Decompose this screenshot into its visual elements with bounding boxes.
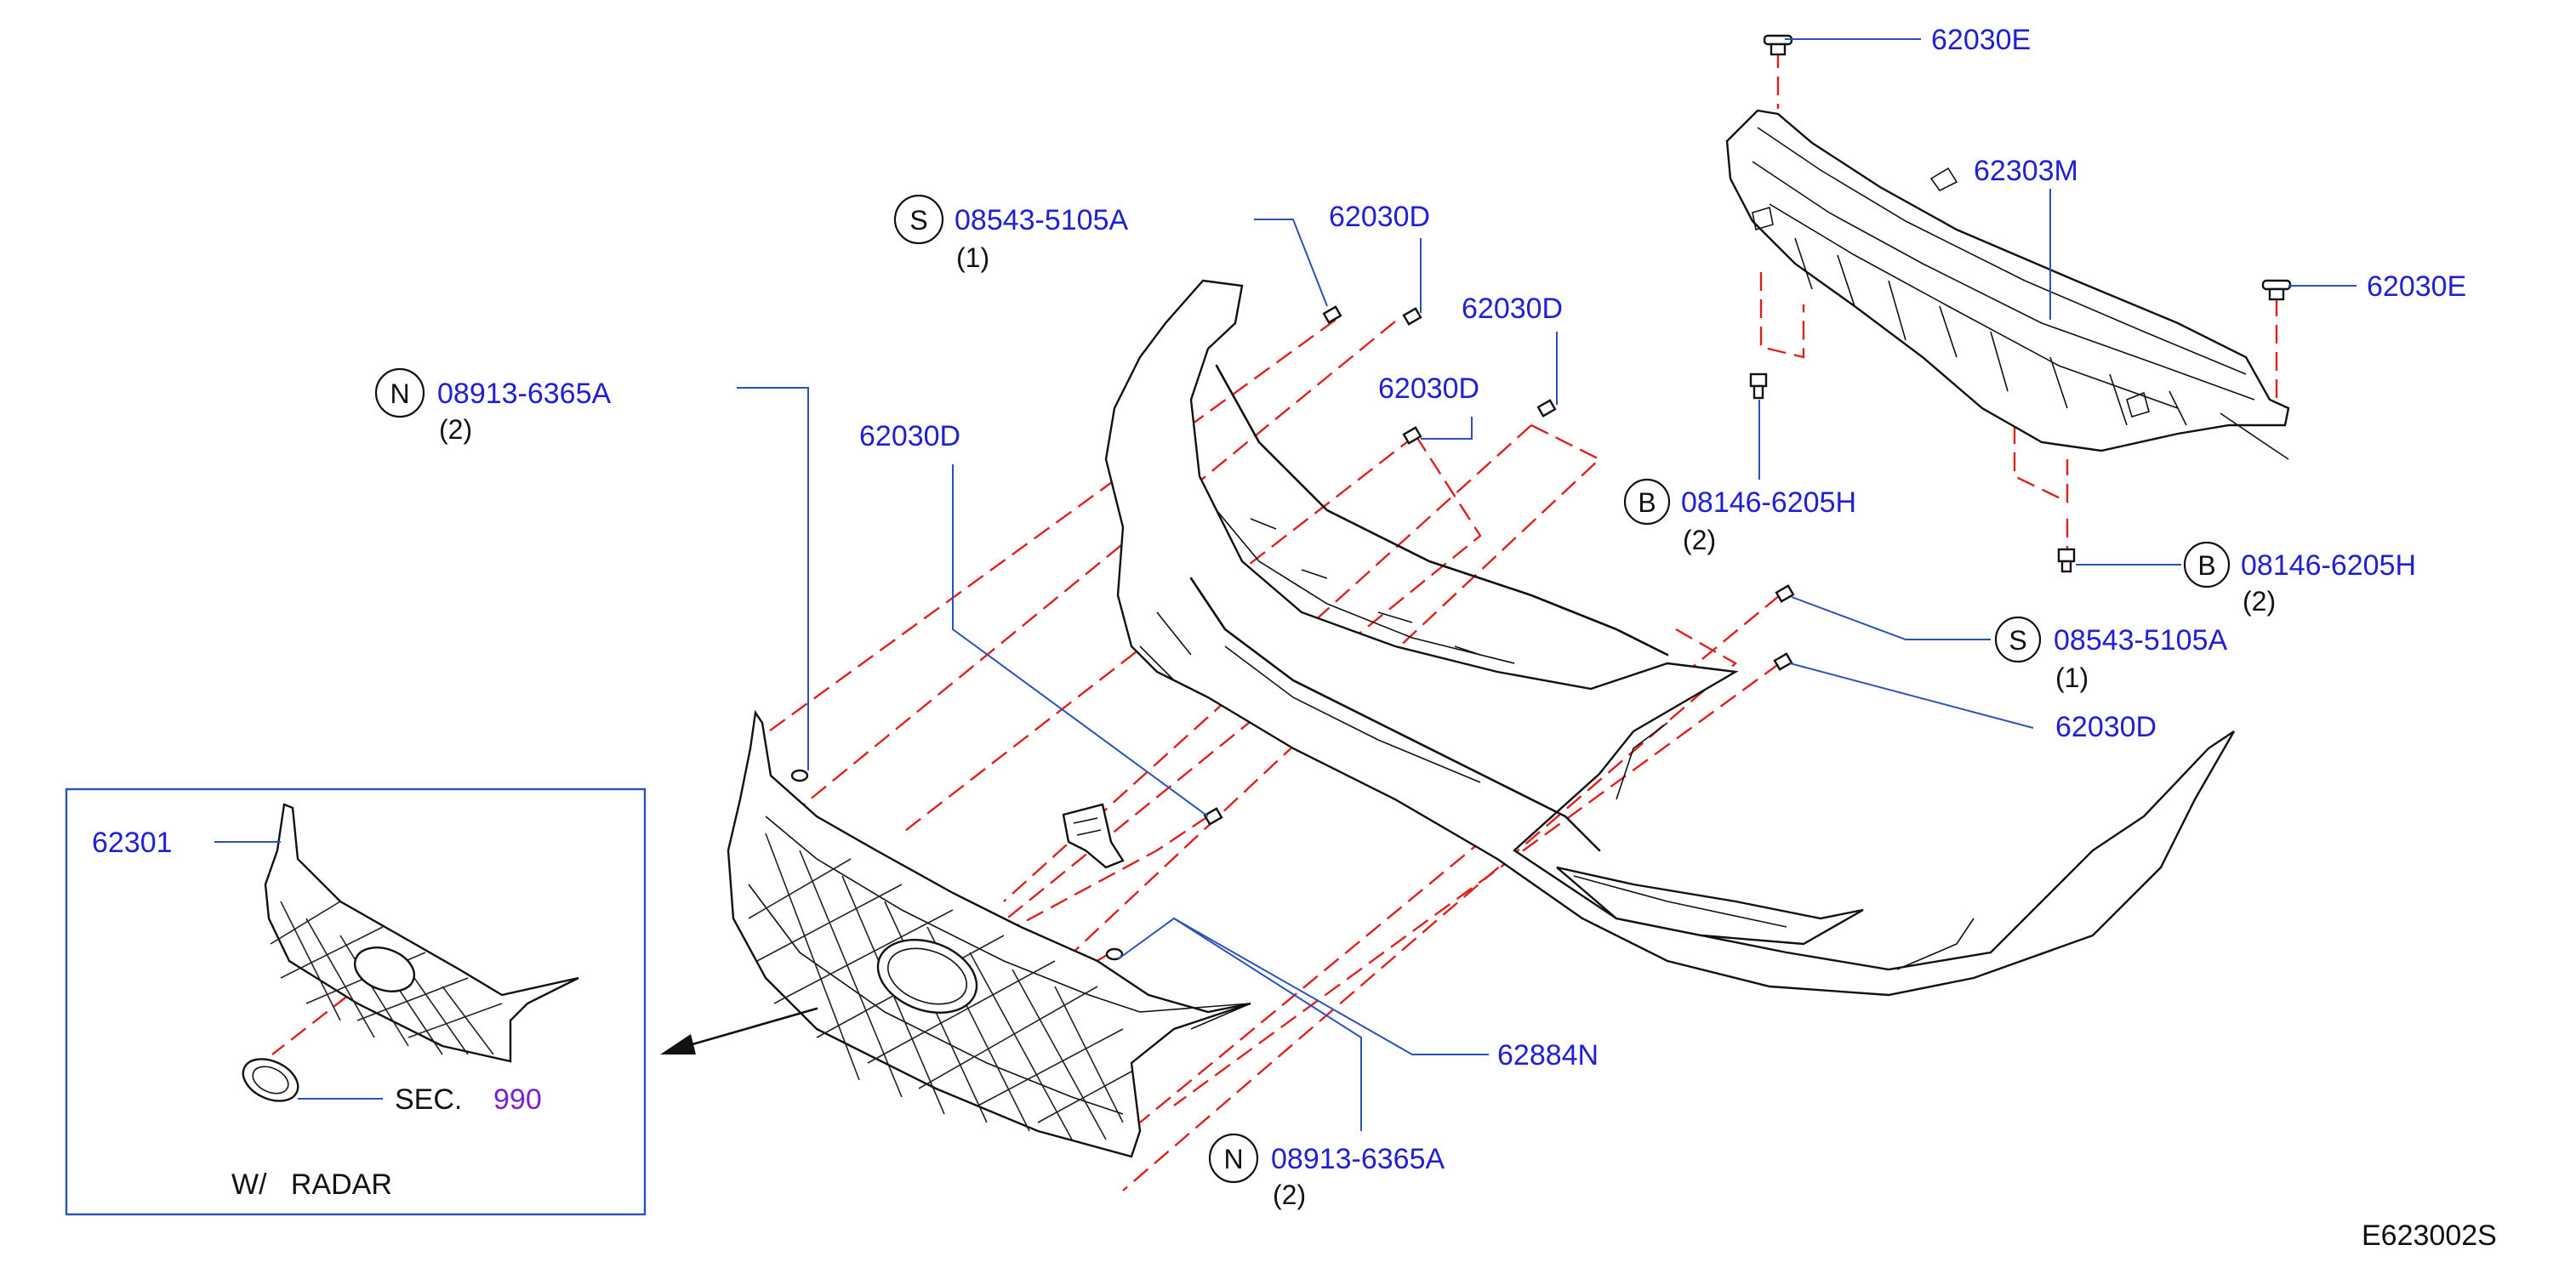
part-number-label: 62030E xyxy=(1931,24,2031,56)
front-bumper-fascia xyxy=(1104,279,2236,997)
radiator-core-reinforcement xyxy=(1725,109,2290,460)
callout-08146-a: B 08146-6205H (2) xyxy=(1623,478,1856,555)
screw-62030D-3 xyxy=(1536,399,1557,418)
callout-62303M: 62303M xyxy=(1974,155,2078,187)
diagram-code: E623002S xyxy=(2362,1219,2497,1252)
part-number-label: 62030E xyxy=(2367,270,2466,303)
screw-08543-top xyxy=(1322,305,1342,324)
part-number-label: 62030D xyxy=(2055,711,2157,743)
inset-part-number: 62301 xyxy=(92,827,173,859)
symbol-letter: N xyxy=(1223,1144,1243,1174)
section-label: SEC. xyxy=(395,1083,462,1116)
section-number: 990 xyxy=(493,1083,542,1116)
callout-08146-b: B 08146-6205H (2) xyxy=(2183,541,2416,617)
callout-62030E-right: 62030E xyxy=(2367,270,2466,303)
clip-62030E-right xyxy=(2261,279,2292,301)
symbol-letter: S xyxy=(2009,625,2026,656)
symbol-letter: S xyxy=(909,205,927,236)
callout-08913-top: N 08913-6365A (2) xyxy=(374,367,612,445)
callout-62030D-4: 62030D xyxy=(859,420,960,452)
part-number-label: 08146-6205H xyxy=(2241,549,2416,582)
variant-label: W/ RADAR xyxy=(231,1168,392,1201)
part-number-label: 08146-6205H xyxy=(1681,486,1856,519)
part-number-label: 08913-6365A xyxy=(437,378,612,410)
bolt-08146-a xyxy=(1749,372,1768,400)
callout-62030D-1: 62030D xyxy=(1329,201,1430,233)
symbol-letter: B xyxy=(2197,550,2215,581)
screw-62030D-2 xyxy=(1402,426,1422,445)
fasteners xyxy=(790,34,2292,961)
clip-08913-top xyxy=(790,769,809,782)
callout-62030E-top: 62030E xyxy=(1931,24,2031,56)
symbol-letter: N xyxy=(390,378,409,409)
screw-08543-right xyxy=(1775,584,1795,603)
callout-62884N: 62884N xyxy=(1497,1039,1599,1072)
quantity-label: (1) xyxy=(956,242,989,273)
callout-62030D-3: 62030D xyxy=(1378,372,1479,405)
clip-08913-bottom xyxy=(1105,947,1124,961)
bolt-08146-b xyxy=(2057,548,2076,573)
screw-62030D-5 xyxy=(1203,807,1223,826)
bracket-62884N xyxy=(1062,803,1125,869)
callout-62030D-5: 62030D xyxy=(2055,711,2157,743)
screw-62030D-1 xyxy=(1402,307,1422,326)
quantity-label: (2) xyxy=(1273,1180,1306,1210)
part-number-label: 62884N xyxy=(1497,1039,1599,1072)
screw-62030D-4 xyxy=(1773,652,1793,671)
part-number-label: 62303M xyxy=(1974,155,2078,187)
callout-62030D-2: 62030D xyxy=(1462,293,1563,325)
symbol-letter: B xyxy=(1638,487,1656,518)
quantity-label: (2) xyxy=(1683,525,1716,555)
leader-lines xyxy=(737,38,2357,1131)
part-number-label: 62030D xyxy=(1378,372,1479,405)
inset-labels: 62301 SEC. 990 W/ RADAR xyxy=(92,827,542,1201)
quantity-label: (1) xyxy=(2055,662,2089,693)
callout-08913-bottom: N 08913-6365A (2) xyxy=(1208,1133,1445,1210)
part-number-label: 62030D xyxy=(859,420,960,452)
callout-08543-right: S 08543-5105A (1) xyxy=(1994,616,2228,693)
part-number-label: 62030D xyxy=(1329,201,1430,233)
quantity-label: (2) xyxy=(439,414,472,445)
quantity-label: (2) xyxy=(2243,586,2276,617)
part-number-label: 08543-5105A xyxy=(2054,624,2228,657)
part-number-label: 08543-5105A xyxy=(955,204,1129,236)
part-number-label: 62030D xyxy=(1462,293,1563,325)
inset-radar-variant xyxy=(65,787,647,1216)
part-number-label: 08913-6365A xyxy=(1271,1143,1445,1175)
callout-08543-top: S 08543-5105A (1) xyxy=(893,194,1129,273)
front-grille xyxy=(727,709,1251,1158)
view-arrow xyxy=(660,1007,818,1055)
